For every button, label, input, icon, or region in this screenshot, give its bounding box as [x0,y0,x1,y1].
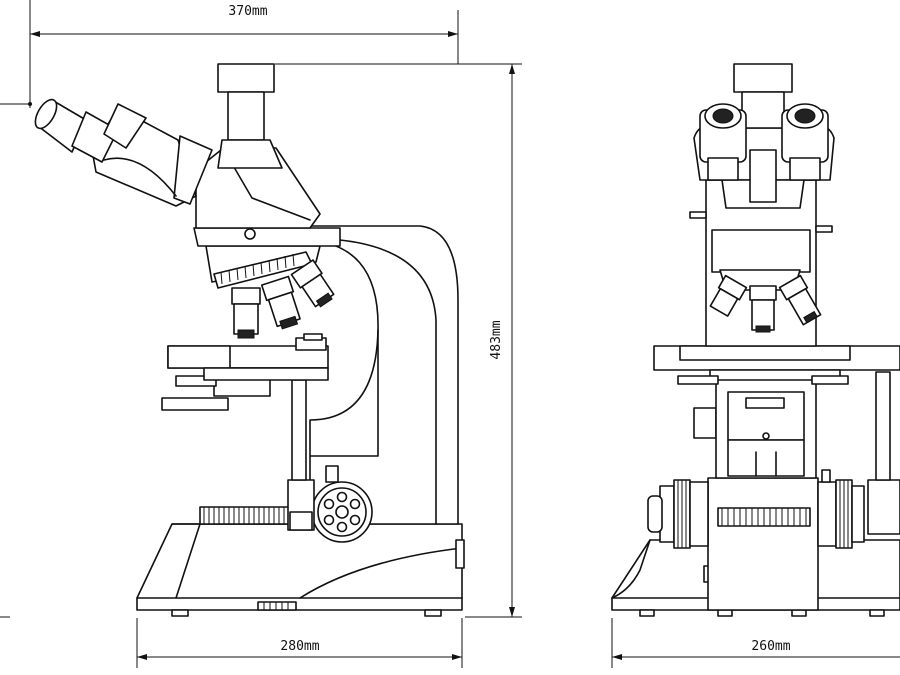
nosepiece-objectives [205,245,335,339]
microscope-side-view-icon [34,63,465,617]
field-diaphragm-ring [199,506,291,525]
overall-height-label: 483mm [489,320,504,359]
overall-width-label: 370mm [228,4,267,19]
left-focus-knob-icon [647,479,709,549]
side-base-width-label: 280mm [280,639,319,654]
right-focus-knob-icon [817,469,900,549]
front-base-width-label: 260mm [751,639,790,654]
microscope-front-view-icon [611,63,900,617]
coarse-focus-knob-icon [311,465,373,543]
front-eyepieces-icon [699,103,829,181]
eyepiece-tube [34,98,213,207]
front-objectives [709,269,822,333]
